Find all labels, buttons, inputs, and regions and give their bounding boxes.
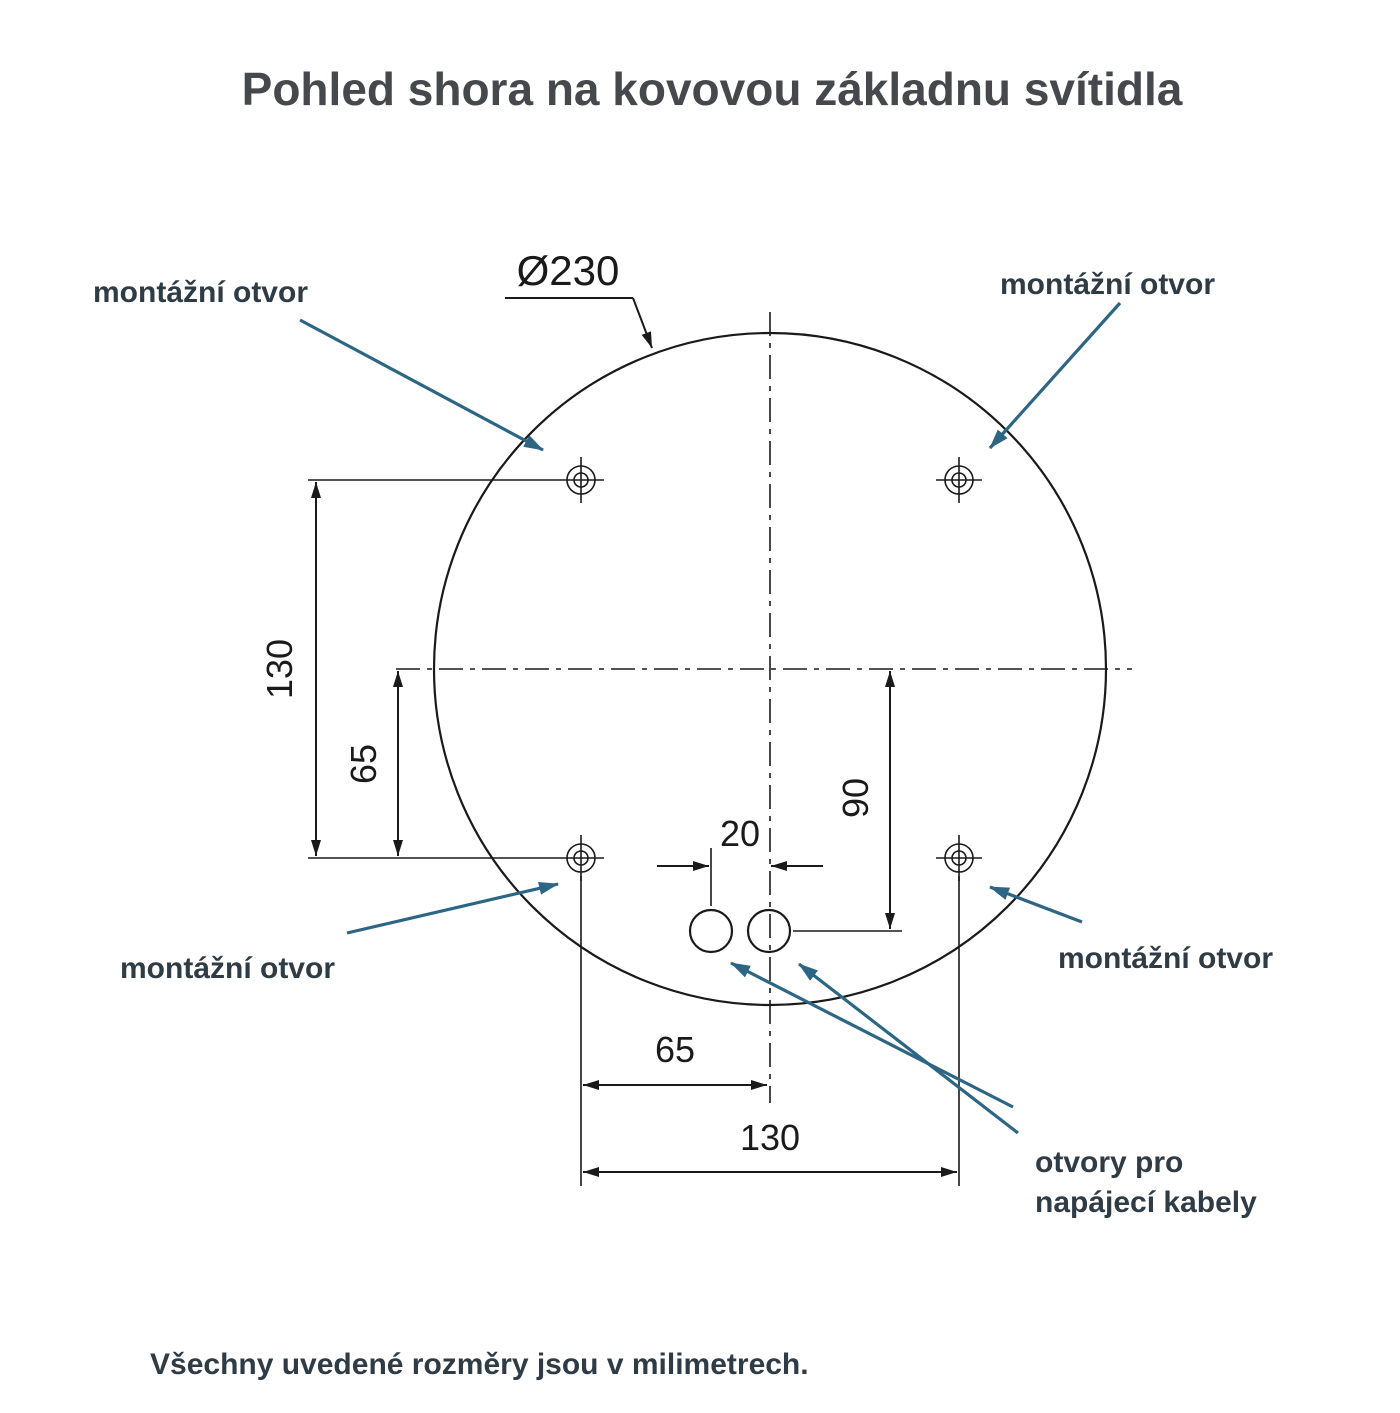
cable-hole-right bbox=[746, 908, 792, 954]
cable-hole-left bbox=[688, 908, 734, 954]
leader-arrow-right-hole bbox=[798, 962, 1019, 1135]
annotation-label: montážní otvor bbox=[1000, 268, 1215, 301]
mounting-hole-top-right bbox=[936, 457, 982, 503]
dimension-value: 65 bbox=[655, 1029, 695, 1070]
dimension-bottom-65: 65 bbox=[580, 876, 767, 1186]
dimension-value: 130 bbox=[259, 639, 300, 699]
mounting-hole-top-left bbox=[558, 457, 604, 503]
mounting-hole-bottom-left bbox=[558, 835, 604, 881]
leader-arrow bbox=[299, 318, 544, 452]
annotation-label: montážní otvor bbox=[93, 276, 308, 309]
diameter-label: Ø230 bbox=[517, 247, 620, 294]
dimension-value: 65 bbox=[343, 744, 384, 784]
diameter-callout: Ø230 bbox=[505, 247, 653, 349]
leader-arrow bbox=[988, 301, 1122, 450]
leader-arrow-left-hole bbox=[730, 961, 1014, 1109]
annotation-mount-bottom-right: montážní otvor bbox=[989, 885, 1273, 975]
centerlines bbox=[396, 312, 1132, 1103]
mounting-hole-bottom-right bbox=[936, 835, 982, 881]
annotation-label-line2: napájecí kabely bbox=[1035, 1186, 1257, 1219]
page-title: Pohled shora na kovovou základnu svítidl… bbox=[242, 63, 1183, 115]
dimension-right-90: 90 bbox=[793, 671, 902, 932]
footer-note: Všechny uvedené rozměry jsou v milimetre… bbox=[150, 1348, 809, 1381]
annotation-mount-top-left: montážní otvor bbox=[93, 276, 544, 452]
annotation-label-line1: otvory pro bbox=[1035, 1146, 1183, 1179]
leader-arrow bbox=[346, 881, 559, 935]
dimension-cable-20: 20 bbox=[657, 813, 823, 906]
dimension-left-65: 65 bbox=[343, 671, 403, 856]
diameter-leader bbox=[632, 297, 653, 349]
annotation-mount-top-right: montážní otvor bbox=[988, 268, 1215, 450]
dimension-value: 90 bbox=[835, 778, 876, 818]
annotation-label: montážní otvor bbox=[120, 952, 335, 985]
dimension-bottom-130: 130 bbox=[583, 876, 960, 1186]
dimension-value: 20 bbox=[720, 813, 760, 854]
cable-holes bbox=[688, 908, 792, 954]
dimension-left-130: 130 bbox=[259, 479, 558, 859]
annotation-label: montážní otvor bbox=[1058, 942, 1273, 975]
annotation-mount-bottom-left: montážní otvor bbox=[120, 881, 559, 985]
base-circle-outline bbox=[432, 331, 1108, 1007]
dimension-value: 130 bbox=[740, 1117, 800, 1158]
leader-arrow bbox=[989, 885, 1083, 924]
annotation-cable-holes: otvory pro napájecí kabely bbox=[730, 961, 1257, 1219]
